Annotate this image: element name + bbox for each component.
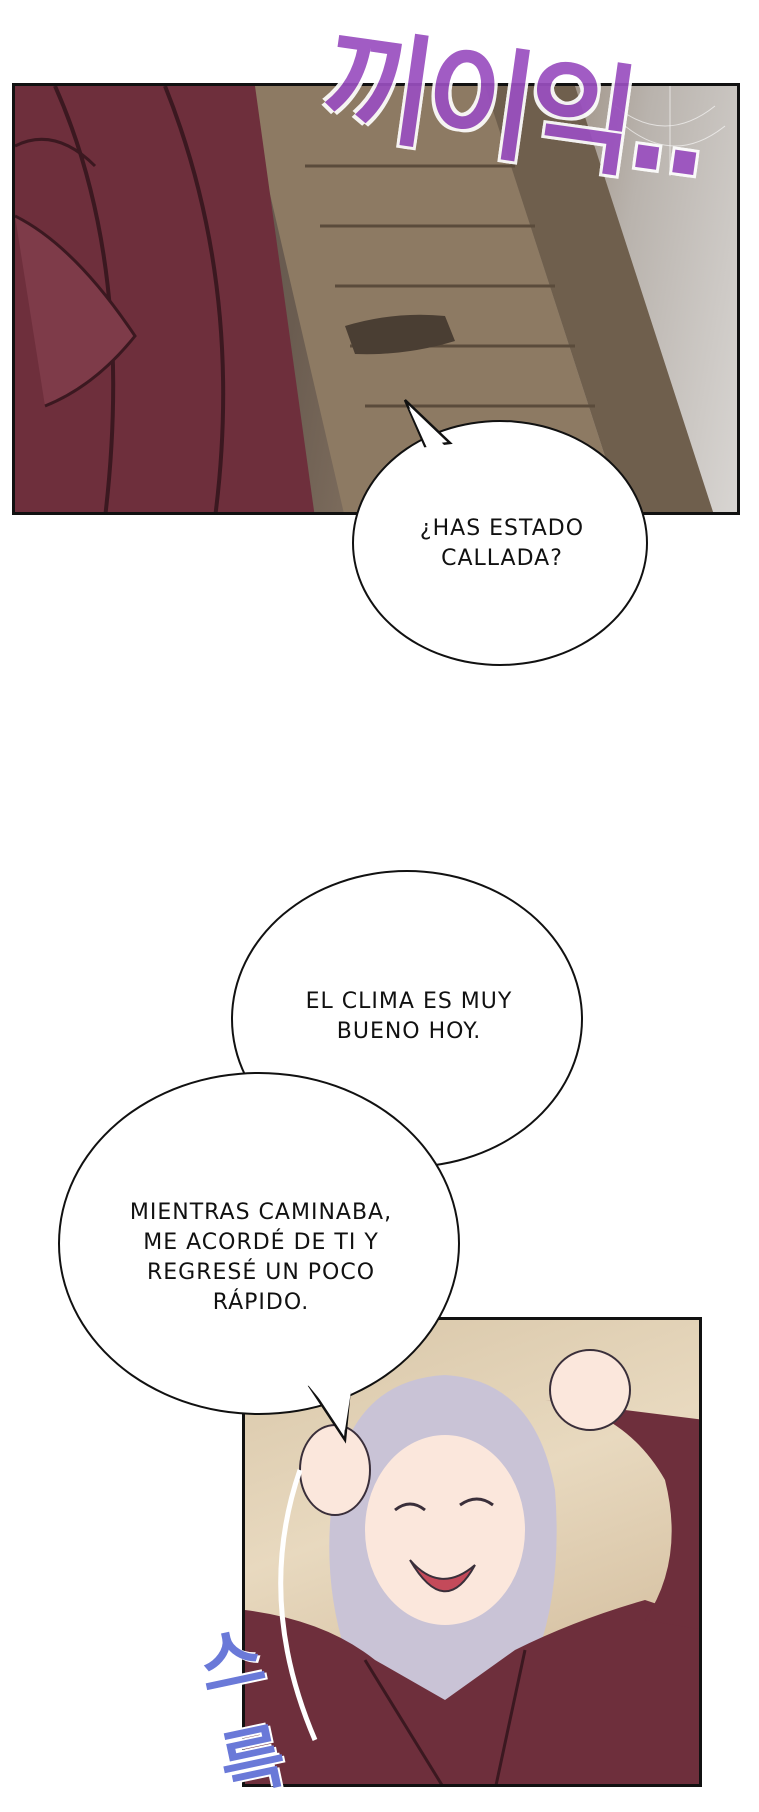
hands (299, 1349, 631, 1516)
face (365, 1435, 525, 1625)
speech-bubble-second-text: EL CLIMA ES MUY BUENO HOY. (305, 989, 513, 1044)
top-panel (12, 83, 740, 515)
speech-bubble-third: MIENTRAS CAMINABA, ME ACORDÉ DE TI Y REG… (58, 1072, 460, 1415)
robe (245, 1400, 699, 1784)
speech-bubble-third-tail (307, 1385, 352, 1444)
wooden-door (245, 86, 714, 512)
woman-illustration (245, 1349, 699, 1784)
speech-bubble-first-tail (403, 399, 453, 448)
motion-line (278, 1469, 318, 1741)
speech-bubble-first-text: ¿HAS ESTADO CALLADA? (419, 516, 585, 571)
door-scene-illustration (15, 86, 726, 512)
cobweb (614, 86, 726, 176)
robe-figure (15, 86, 315, 512)
speech-bubble-third-text: MIENTRAS CAMINABA, ME ACORDÉ DE TI Y REG… (129, 1200, 393, 1315)
speech-bubble-first: ¿HAS ESTADO CALLADA? (352, 420, 648, 666)
